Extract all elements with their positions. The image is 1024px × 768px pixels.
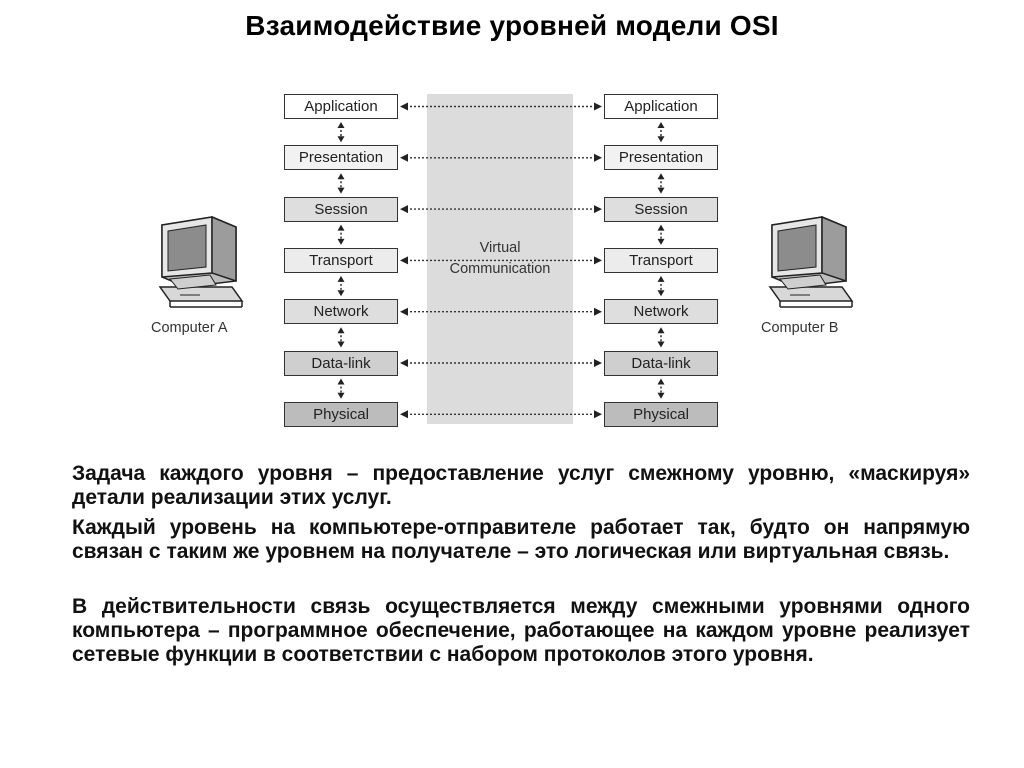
computer-b-layer-application: Application	[604, 94, 718, 119]
computer-a-layer-application: Application	[284, 94, 398, 119]
computer-b-adjacent-arrowhead-up-data-link	[657, 378, 665, 385]
computer-a-layer-session: Session	[284, 196, 398, 222]
computer-a-icon	[158, 215, 244, 308]
peer-arrowhead-right-transport	[594, 256, 602, 265]
computer-b-label: Computer B	[761, 320, 839, 336]
computer-a-adjacent-arrowhead-down-session	[337, 238, 345, 245]
peer-arrowhead-right-physical	[594, 410, 602, 419]
peer-arrowhead-left-data-link	[400, 359, 408, 367]
computer-b-layer-session: Session	[604, 196, 718, 222]
paragraph-3: В действительности связь осуществляется …	[72, 595, 970, 666]
computer-b-adjacent-arrowhead-down-data-link	[657, 392, 665, 399]
computer-a-layer-data-link: Data-link	[284, 350, 398, 376]
computer-b-icon	[768, 215, 854, 308]
diagram-graphics	[158, 94, 854, 424]
computer-b-adjacent-arrowhead-up-transport	[657, 275, 665, 282]
computer-b-adjacent-arrowhead-up-application	[657, 122, 665, 128]
page-title: Взаимодействие уровней модели OSI	[245, 10, 779, 41]
computer-a-layer-physical: Physical	[284, 401, 398, 427]
peer-arrowhead-left-session	[400, 205, 408, 214]
computer-b-layer-transport: Transport	[604, 247, 718, 273]
osi-diagram: Virtual Communication Computer A Compute…	[151, 94, 854, 427]
paragraph-1: Задача каждого уровня – предоставление у…	[72, 462, 970, 509]
peer-arrowhead-right-session	[594, 205, 602, 214]
peer-arrowhead-right-application	[594, 102, 602, 111]
virtual-label-line2: Communication	[449, 261, 551, 277]
computer-b-layer-physical: Physical	[604, 401, 718, 427]
peer-arrowhead-right-network	[594, 307, 602, 316]
peer-arrowhead-left-network	[400, 307, 408, 316]
computer-b-adjacent-arrowhead-down-presentation	[657, 187, 665, 194]
computer-b-adjacent-arrowhead-down-application	[657, 136, 665, 143]
computer-b-adjacent-arrowhead-down-transport	[657, 290, 665, 297]
computer-a-adjacent-arrowhead-down-application	[337, 136, 345, 143]
computer-b-layer-presentation: Presentation	[604, 145, 718, 171]
computer-b-adjacent-arrowhead-up-session	[657, 224, 665, 231]
virtual-communication-label: Virtual Communication	[427, 238, 573, 280]
computer-a-adjacent-arrowhead-down-transport	[337, 290, 345, 297]
computer-b-adjacent-arrowhead-up-presentation	[657, 173, 665, 180]
peer-arrowhead-right-presentation	[594, 153, 602, 162]
computer-a-adjacent-arrowhead-down-network	[337, 341, 345, 348]
computer-a-adjacent-arrowhead-up-session	[337, 224, 345, 231]
peer-arrowhead-left-physical	[400, 410, 408, 419]
virtual-label-line1: Virtual	[479, 240, 521, 256]
peer-arrowhead-right-data-link	[594, 359, 602, 367]
computer-a-adjacent-arrowhead-up-application	[337, 122, 345, 128]
computer-b-adjacent-arrowhead-down-session	[657, 238, 665, 245]
virtual-communication-band	[427, 94, 573, 424]
computer-a-adjacent-arrowhead-up-transport	[337, 275, 345, 282]
computer-a-layer-transport: Transport	[284, 247, 398, 273]
computer-a-layer-presentation: Presentation	[284, 145, 398, 171]
computer-a-adjacent-arrowhead-up-network	[337, 327, 345, 334]
computer-a-adjacent-arrowhead-up-data-link	[337, 378, 345, 385]
computer-b-adjacent-arrowhead-up-network	[657, 327, 665, 334]
computer-b-adjacent-arrowhead-down-network	[657, 341, 665, 348]
computer-b-layer-data-link: Data-link	[604, 350, 718, 376]
peer-arrowhead-left-application	[400, 102, 408, 111]
paragraph-2: Каждый уровень на компьютере-отправителе…	[72, 516, 970, 563]
computer-a-adjacent-arrowhead-down-presentation	[337, 187, 345, 194]
computer-a-label: Computer A	[151, 320, 228, 336]
computer-b-layer-network: Network	[604, 299, 718, 325]
peer-arrowhead-left-transport	[400, 256, 408, 265]
computer-a-adjacent-arrowhead-up-presentation	[337, 173, 345, 180]
computer-a-layer-network: Network	[284, 299, 398, 325]
peer-arrowhead-left-presentation	[400, 153, 408, 162]
computer-a-adjacent-arrowhead-down-data-link	[337, 392, 345, 399]
